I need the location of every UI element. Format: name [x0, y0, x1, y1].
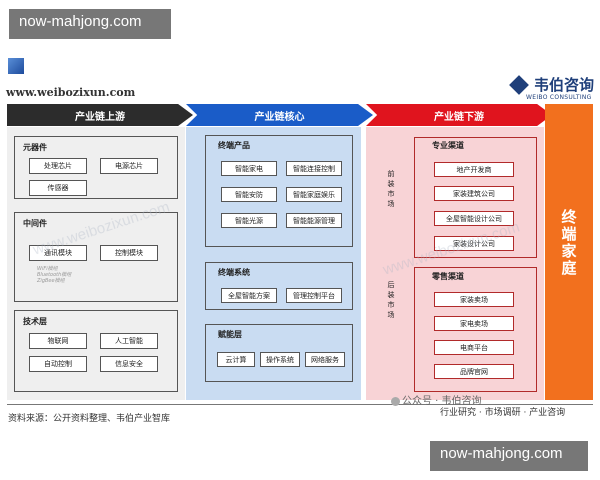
product-item: 智能能源管理 — [286, 213, 342, 228]
middleware-item: 控制模块 — [100, 245, 158, 261]
middleware-note: WiFi模组 — [37, 266, 58, 272]
tech-item: 信息安全 — [100, 356, 158, 372]
products-group: 终端产品 智能家电 智能连接控制 智能安防 智能家庭娱乐 智能光源 智能能源管理 — [205, 135, 353, 247]
wechat-account-label: 公众号 · 韦伯咨询 — [402, 396, 482, 407]
enabling-item: 网络服务 — [305, 352, 345, 367]
product-item: 智能家庭娱乐 — [286, 187, 342, 202]
component-item: 处理芯片 — [29, 158, 87, 174]
systems-title: 终端系统 — [218, 268, 250, 277]
midstream-panel: 终端产品 智能家电 智能连接控制 智能安防 智能家庭娱乐 智能光源 智能能源管理… — [186, 127, 361, 400]
stage-upstream-arrow: 产业链上游 — [7, 104, 193, 126]
middleware-note: Bluetooth模组 — [37, 272, 72, 278]
wechat-account: 公众号 · 韦伯咨询 — [391, 392, 482, 407]
middleware-title: 中间件 — [23, 219, 47, 228]
site-url[interactable]: www.weibozixun.com — [6, 86, 136, 99]
retail-channel-group: 零售渠道 家装卖场 家电卖场 电商平台 品牌官网 — [414, 267, 537, 392]
retail-channel-item: 电商平台 — [434, 340, 514, 355]
tech-title: 技术层 — [23, 317, 47, 326]
home-terminal-panel: 终端家庭 — [545, 104, 593, 400]
retail-channel-item: 家装卖场 — [434, 292, 514, 307]
wechat-icon — [391, 396, 400, 406]
watermark-badge-bottom: now-mahjong.com — [430, 441, 588, 471]
product-item: 智能家电 — [221, 161, 277, 176]
middleware-item: 通讯模块 — [29, 245, 87, 261]
retail-channel-item: 家电卖场 — [434, 316, 514, 331]
middleware-note: ZigBee模组 — [37, 278, 65, 284]
tech-item: 人工智能 — [100, 333, 158, 349]
product-item: 智能安防 — [221, 187, 277, 202]
stage-midstream-arrow: 产业链核心 — [186, 104, 373, 126]
brand-name-en: WEIBO CONSULTING — [526, 94, 592, 101]
front-market-label: 前装市场 — [387, 170, 395, 208]
components-title: 元器件 — [23, 143, 47, 152]
middleware-group: 中间件 通讯模块 控制模块 WiFi模组 Bluetooth模组 ZigBee模… — [14, 212, 178, 302]
pro-channel-item: 家装建筑公司 — [434, 186, 514, 201]
pro-channel-item: 家装设计公司 — [434, 236, 514, 251]
home-terminal-label: 终端家庭 — [561, 208, 577, 277]
component-item: 传感器 — [29, 180, 87, 196]
footer-divider — [7, 404, 593, 405]
products-title: 终端产品 — [218, 141, 250, 150]
pro-channel-item: 地产开发商 — [434, 162, 514, 177]
after-market-label: 后装市场 — [387, 281, 395, 319]
footer-tagline: 行业研究 · 市场调研 · 产业咨询 — [440, 408, 566, 418]
enabling-item: 操作系统 — [260, 352, 300, 367]
components-group: 元器件 处理芯片 电源芯片 传感器 — [14, 136, 178, 199]
enabling-item: 云计算 — [217, 352, 255, 367]
watermark-badge-top: now-mahjong.com — [9, 9, 171, 39]
system-item: 管理控制平台 — [286, 288, 342, 303]
retail-channel-item: 品牌官网 — [434, 364, 514, 379]
upstream-panel: 元器件 处理芯片 电源芯片 传感器 中间件 通讯模块 控制模块 WiFi模组 B… — [7, 127, 185, 400]
component-item: 电源芯片 — [100, 158, 158, 174]
tech-item: 物联网 — [29, 333, 87, 349]
systems-group: 终端系统 全屋智能方案 管理控制平台 — [205, 262, 353, 310]
retail-channel-title: 零售渠道 — [432, 272, 464, 281]
source-note: 资料来源：公开资料整理、韦伯产业智库 — [8, 414, 171, 424]
enabling-title: 赋能层 — [218, 330, 242, 339]
enabling-group: 赋能层 云计算 操作系统 网络服务 — [205, 324, 353, 382]
system-item: 全屋智能方案 — [221, 288, 277, 303]
downstream-panel: 前装市场 专业渠道 地产开发商 家装建筑公司 全屋智能设计公司 家装设计公司 后… — [366, 127, 544, 400]
pro-channel-group: 专业渠道 地产开发商 家装建筑公司 全屋智能设计公司 家装设计公司 — [414, 137, 537, 258]
product-item: 智能光源 — [221, 213, 277, 228]
tech-item: 自动控制 — [29, 356, 87, 372]
pro-channel-title: 专业渠道 — [432, 141, 464, 150]
brand-name: 韦伯咨询 — [534, 76, 595, 94]
pro-channel-item: 全屋智能设计公司 — [434, 211, 514, 226]
diamond-logo-icon — [509, 75, 529, 95]
tech-group: 技术层 物联网 人工智能 自动控制 信息安全 — [14, 310, 178, 392]
product-item: 智能连接控制 — [286, 161, 342, 176]
stage-downstream-arrow: 产业链下游 — [366, 104, 552, 126]
square-logo-icon — [8, 58, 24, 74]
